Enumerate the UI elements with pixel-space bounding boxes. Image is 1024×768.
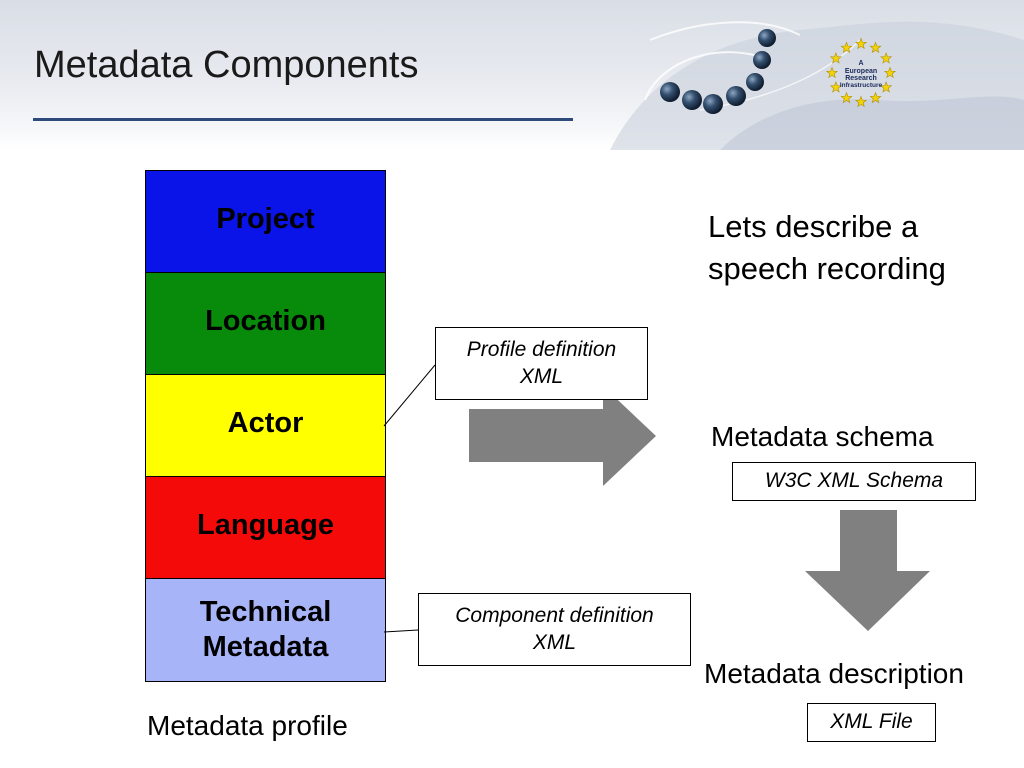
- xml-file-box: XML File: [807, 703, 936, 742]
- xml-file-text: XML File: [830, 710, 913, 734]
- logo-star-icon: [869, 91, 882, 104]
- logo-star-icon: [869, 41, 882, 54]
- profile-definition-text: Profile definition XML: [466, 338, 617, 388]
- component-block-project: Project: [146, 171, 385, 273]
- component-block-language: Language: [146, 477, 385, 579]
- right-arrow-icon: [469, 386, 656, 486]
- svg-text:European: European: [845, 68, 877, 75]
- w3c-xml-schema-text: W3C XML Schema: [764, 469, 944, 493]
- component-block-technical-metadata: Technical Metadata: [146, 579, 385, 681]
- metadata-description-label: Metadata description: [704, 658, 964, 689]
- component-block-location: Location: [146, 273, 385, 375]
- title-underline: [33, 118, 573, 121]
- svg-text:Infrastructure: Infrastructure: [840, 82, 883, 89]
- component-label-actor: Actor: [227, 407, 304, 440]
- logo-star-icon: [883, 66, 897, 79]
- european-research-infrastructure-logo: A European Research Infrastructure: [825, 37, 897, 108]
- intro-text: Lets describe a speech recording: [708, 209, 946, 286]
- component-label-location: Location: [205, 305, 326, 338]
- logo-star-icon: [854, 95, 868, 108]
- svg-text:Research: Research: [845, 75, 877, 82]
- metadata-profile-caption: Metadata profile: [147, 710, 348, 741]
- logo-star-icon: [840, 41, 853, 54]
- component-block-actor: Actor: [146, 375, 385, 477]
- logo-star-icon: [880, 52, 893, 64]
- connected-dots-icon: [660, 29, 776, 114]
- logo-star-icon: [829, 81, 842, 93]
- component-definition-text: Component definition XML: [455, 604, 654, 654]
- logo-star-icon: [854, 37, 868, 50]
- logo-star-icon: [880, 81, 893, 93]
- profile-definition-box: Profile definition XML: [435, 327, 648, 400]
- logo-star-icon: [825, 66, 839, 79]
- component-label-project: Project: [216, 203, 315, 236]
- down-arrow-icon: [805, 510, 930, 631]
- slide-header: A European Research Infrastructure Metad…: [0, 0, 1024, 150]
- logo-star-icon: [829, 52, 842, 64]
- metadata-schema-label: Metadata schema: [711, 421, 934, 452]
- page-title: Metadata Components: [34, 44, 419, 86]
- logo-star-icon: [840, 91, 853, 104]
- component-label-technical-metadata: Technical Metadata: [199, 596, 332, 663]
- metadata-profile-stack: Project Location Actor Language Technica…: [145, 170, 386, 682]
- component-connector-line: [383, 629, 419, 633]
- component-label-language: Language: [197, 509, 334, 542]
- europe-map-decoration: [610, 21, 1024, 150]
- profile-connector-line: [383, 364, 436, 427]
- component-definition-box: Component definition XML: [418, 593, 691, 666]
- svg-text:A: A: [858, 60, 863, 67]
- w3c-xml-schema-box: W3C XML Schema: [732, 462, 976, 501]
